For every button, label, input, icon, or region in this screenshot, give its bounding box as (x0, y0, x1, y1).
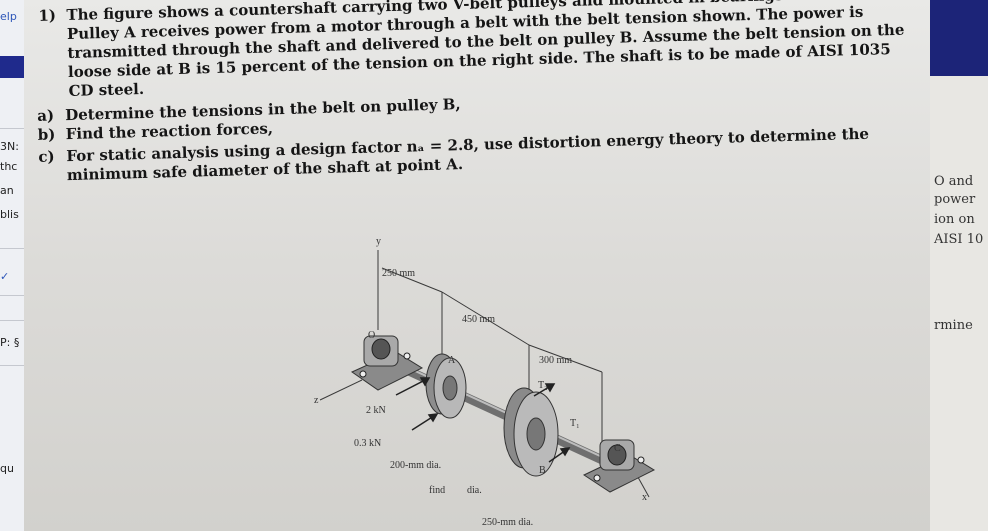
handwritten-find: find (429, 485, 446, 496)
right-ui-strip: O and power ion on AISI 10 rmine (930, 0, 988, 531)
left-ui-item: an (0, 184, 14, 197)
bearing-o (350, 335, 424, 391)
problem-photo: 1) The figure shows a countershaft carry… (24, 0, 930, 531)
force-2kn-label: 2 kN (366, 405, 386, 416)
left-ui-item: P: § (0, 336, 20, 349)
axis-x-label: x (642, 492, 647, 503)
divider (0, 295, 24, 296)
point-c-label: C (614, 443, 621, 454)
check-icon[interactable]: ✓ (0, 270, 10, 283)
force-0-3kn-label: 0.3 kN (354, 438, 382, 449)
axis-z-label: z (314, 395, 319, 406)
right-ui-item: rmine (934, 318, 973, 333)
right-ui-item: AISI 10 (934, 232, 984, 247)
divider (0, 248, 24, 249)
dimension-450: 450 mm (462, 314, 496, 325)
divider (0, 320, 24, 321)
right-ui-item: ion on (934, 212, 975, 227)
dia-label: dia. (467, 485, 482, 496)
divider (0, 128, 24, 129)
right-ui-item: power (934, 192, 976, 207)
bearing-c (582, 439, 656, 493)
point-b-label: B (539, 465, 546, 476)
dimension-300: 300 mm (539, 355, 573, 366)
pulley-b (503, 387, 559, 477)
divider (0, 365, 24, 366)
tension-t1-label: T₁ (570, 418, 580, 429)
left-ui-item: thc (0, 160, 18, 173)
pulley-b-diameter: 250-mm dia. (482, 517, 534, 528)
left-ui-strip: elp 3N: thc an blis ✓ P: § qu (0, 0, 24, 531)
left-ui-item: 3N: (0, 140, 19, 153)
point-a-label: A (448, 355, 456, 366)
axis-y-label: y (376, 236, 381, 247)
tension-t2-label: T₂ (538, 380, 548, 391)
pulley-a (425, 353, 467, 419)
point-o-label: O (368, 330, 376, 341)
left-ui-item: qu (0, 462, 14, 475)
right-ui-blue-band (930, 0, 988, 76)
left-ui-blue-band (0, 56, 24, 78)
shaft-figure (319, 250, 656, 498)
left-ui-item[interactable]: elp (0, 10, 17, 23)
left-ui-item: blis (0, 208, 19, 221)
right-ui-item: O and (934, 174, 974, 189)
pulley-a-diameter: 200-mm dia. (390, 460, 442, 471)
dimension-250: 250 mm (382, 268, 416, 279)
